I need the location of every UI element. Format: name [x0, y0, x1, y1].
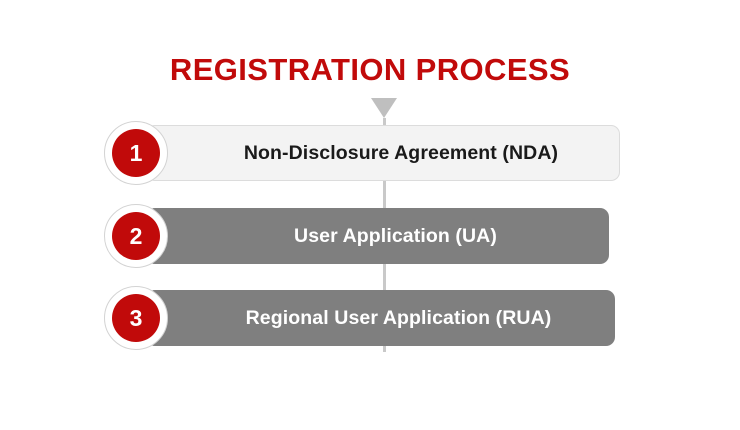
page-title: REGISTRATION PROCESS: [169, 52, 571, 87]
step-number-circle: 3: [112, 294, 160, 342]
step-number-text: 3: [129, 304, 143, 331]
step-number-badge: 3: [104, 286, 168, 350]
step-bar[interactable]: User Application (UA): [146, 208, 609, 264]
step-number-badge: 1: [104, 121, 168, 185]
step-number-badge: 2: [104, 204, 168, 268]
step-number-text: 1: [129, 139, 143, 166]
step-bar[interactable]: Non-Disclosure Agreement (NDA): [146, 125, 620, 181]
step-label: User Application (UA): [294, 224, 497, 247]
step-number-circle: 2: [112, 212, 160, 260]
step-number-circle: 1: [112, 129, 160, 177]
step-bar[interactable]: Regional User Application (RUA): [146, 290, 615, 346]
step-number-text: 2: [129, 222, 143, 249]
step-label: Non-Disclosure Agreement (NDA): [243, 141, 559, 164]
triangle-down-icon: [371, 98, 397, 118]
step-label: Regional User Application (RUA): [245, 306, 552, 329]
